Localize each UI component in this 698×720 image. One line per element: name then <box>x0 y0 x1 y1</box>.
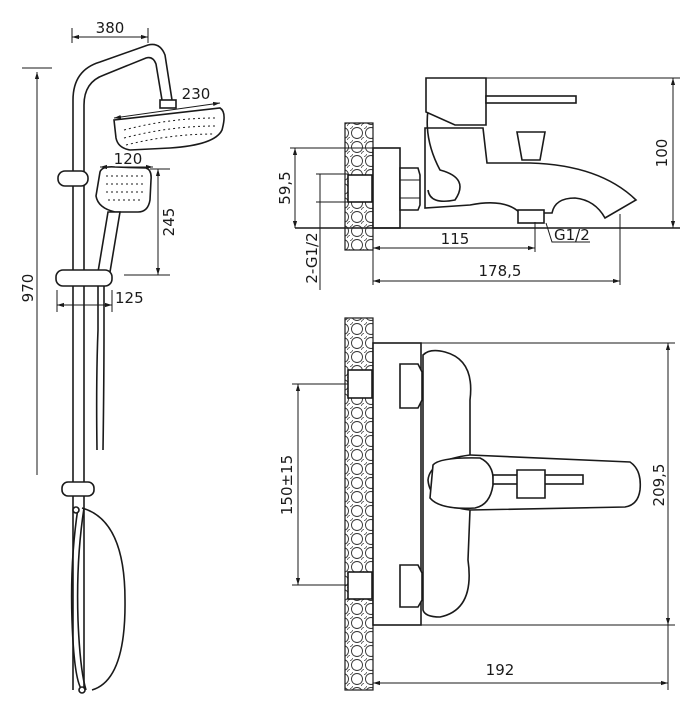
lever-handle <box>425 77 487 126</box>
handle-base-top <box>429 457 495 510</box>
faucet-body-top <box>422 349 472 618</box>
faucet-body <box>424 127 638 220</box>
head-nozzles <box>123 117 216 146</box>
shower-dimensions: 380 230 120 245 970 125 <box>19 19 221 475</box>
wall-bracket <box>61 481 95 497</box>
dim-width: 209,5 <box>650 464 668 507</box>
dim-height: 100 <box>653 139 671 168</box>
dim-head-width: 230 <box>182 85 211 103</box>
outlet-thread-label: G1/2 <box>554 226 590 244</box>
diverter-button <box>516 131 546 161</box>
hose-loop <box>70 507 126 691</box>
dim-total-height: 970 <box>19 274 37 303</box>
top-dimensions: 150±15 209,5 192 <box>278 342 675 690</box>
hose-end <box>78 686 86 694</box>
inlet-fitting-lower <box>347 571 373 600</box>
hex-nut <box>399 167 421 211</box>
dim-outlet-offset: 115 <box>441 230 470 248</box>
escutcheon <box>372 147 401 229</box>
hand-shower-head <box>95 166 152 213</box>
inlet-fitting-upper <box>347 369 373 399</box>
lower-slider <box>55 269 113 287</box>
riser-pipe <box>72 43 173 690</box>
hand-shower-handle <box>97 211 121 273</box>
side-dimensions: 59,5 2-G1/2 115 178,5 G1/2 100 <box>276 77 680 290</box>
hex-nut-lower <box>399 564 423 608</box>
inlet-thread-label: 2-G1/2 <box>303 232 321 283</box>
diverter-knob <box>426 109 461 203</box>
dim-center-distance: 150±15 <box>278 455 296 515</box>
faucet-side-view <box>295 77 680 251</box>
inlet-fitting <box>347 174 373 203</box>
lever <box>485 95 577 104</box>
dim-depth: 192 <box>486 661 515 679</box>
diverter-top <box>516 469 546 499</box>
dim-total-depth: 178,5 <box>479 262 522 280</box>
dim-holder-offset: 125 <box>115 289 144 307</box>
dim-arm-width: 380 <box>96 19 125 37</box>
hex-nut-upper <box>399 363 423 409</box>
hose-connector <box>72 506 80 514</box>
hose <box>95 286 105 451</box>
dim-hand-height: 245 <box>160 208 178 237</box>
faucet-top-view <box>344 317 642 691</box>
dim-inlet-height: 59,5 <box>276 171 294 204</box>
outlet-fitting <box>517 209 545 224</box>
dim-hand-width: 120 <box>114 150 143 168</box>
shower-set <box>55 43 225 694</box>
upper-slider <box>57 170 89 187</box>
arm-connector <box>159 99 177 109</box>
